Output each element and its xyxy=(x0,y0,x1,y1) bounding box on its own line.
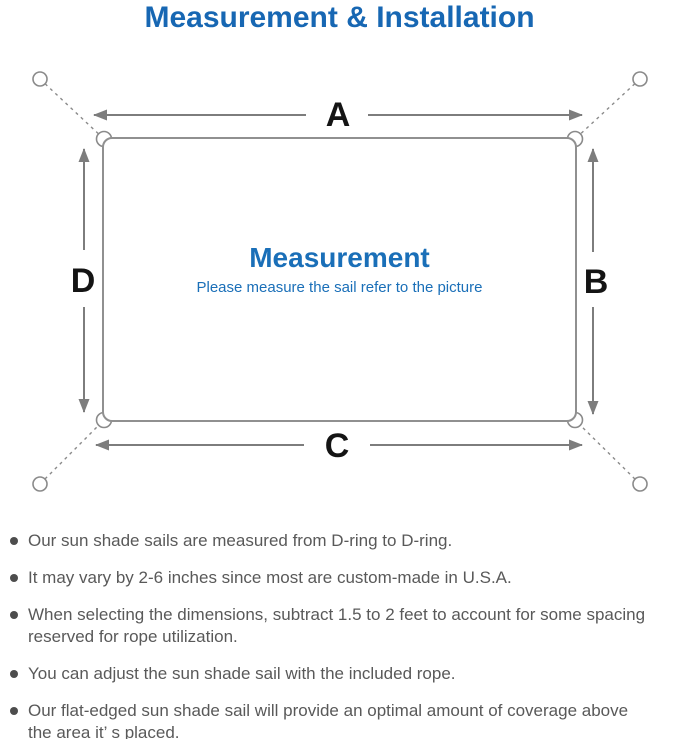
rope-line-top-left xyxy=(39,78,105,140)
dimension-label-a: A xyxy=(326,96,351,134)
dimension-label-c: C xyxy=(325,427,350,465)
bullet-icon xyxy=(10,707,18,715)
rope-line-bottom-right xyxy=(574,419,641,485)
sail-measurement-diagram: A B C D xyxy=(0,50,679,520)
note-text: Our flat-edged sun shade sail will provi… xyxy=(28,701,629,739)
dimension-label-d: D xyxy=(71,262,96,300)
sail-diagram-canvas: A B C D xyxy=(32,71,648,492)
list-item: You can adjust the sun shade sail with t… xyxy=(8,663,677,685)
anchor-ring-icon-bottom-left xyxy=(32,476,48,492)
list-item: It may vary by 2-6 inches since most are… xyxy=(8,567,677,589)
anchor-ring-icon-bottom-right xyxy=(632,476,648,492)
list-item: When selecting the dimensions, subtract … xyxy=(8,604,677,648)
list-item: Our flat-edged sun shade sail will provi… xyxy=(8,700,677,739)
anchor-ring-icon-top-left xyxy=(32,71,48,87)
measurement-notes-list: Our sun shade sails are measured from D-… xyxy=(8,530,677,739)
rope-line-bottom-left xyxy=(39,419,105,485)
bullet-icon xyxy=(10,537,18,545)
dimension-label-b: B xyxy=(584,263,609,301)
rope-line-top-right xyxy=(574,78,641,140)
anchor-ring-icon-top-right xyxy=(632,71,648,87)
sail-outline xyxy=(102,137,577,422)
bullet-icon xyxy=(10,670,18,678)
list-item: Our sun shade sails are measured from D-… xyxy=(8,530,677,552)
note-text: You can adjust the sun shade sail with t… xyxy=(28,664,456,683)
page-title: Measurement & Installation xyxy=(144,1,535,34)
note-text: It may vary by 2-6 inches since most are… xyxy=(28,568,512,587)
bullet-icon xyxy=(10,611,18,619)
bullet-icon xyxy=(10,574,18,582)
note-text: When selecting the dimensions, subtract … xyxy=(28,605,646,646)
note-text: Our sun shade sails are measured from D-… xyxy=(28,531,453,550)
